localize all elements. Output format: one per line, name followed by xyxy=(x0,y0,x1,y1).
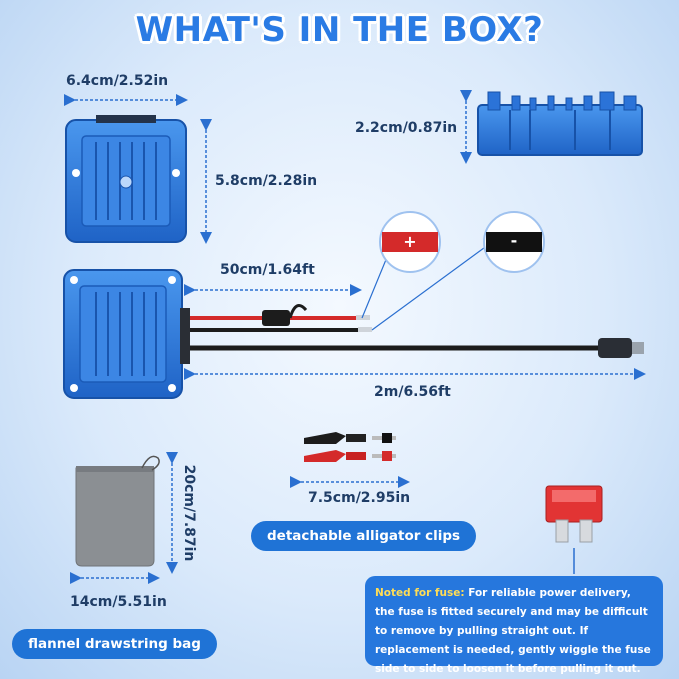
converter-top-view xyxy=(65,115,187,243)
module-width-label: 6.4cm/2.52in xyxy=(66,73,169,89)
input-cable-length-label: 50cm/1.64ft xyxy=(220,262,315,278)
positive-symbol: + xyxy=(403,232,417,251)
fuse-holder-icon xyxy=(262,310,290,326)
bag-label: flannel drawstring bag xyxy=(12,629,217,659)
fuse-note-body: For reliable power delivery, the fuse is… xyxy=(375,587,651,675)
fuse-note: Noted for fuse: For reliable power deliv… xyxy=(365,576,663,675)
clips-length-label: 7.5cm/2.95in xyxy=(308,490,411,506)
drawstring-bag xyxy=(75,455,160,567)
converter-side-view xyxy=(477,91,643,156)
module-depth-label: 5.8cm/2.28in xyxy=(215,173,318,189)
output-cable-length-label: 2m/6.56ft xyxy=(374,384,451,400)
fuse-note-title: Noted for fuse: xyxy=(375,587,465,599)
blade-fuse xyxy=(545,485,603,543)
page-title: WHAT'S IN THE BOX? xyxy=(135,10,544,50)
clips-label: detachable alligator clips xyxy=(251,521,477,551)
alligator-clips xyxy=(304,432,396,462)
bag-width-label: 14cm/5.51in xyxy=(70,594,167,610)
module-height-label: 2.2cm/0.87in xyxy=(355,120,458,136)
converter-with-cables xyxy=(63,269,190,399)
bag-height-label: 20cm/7.87in xyxy=(181,464,197,562)
negative-symbol: - xyxy=(510,231,518,250)
